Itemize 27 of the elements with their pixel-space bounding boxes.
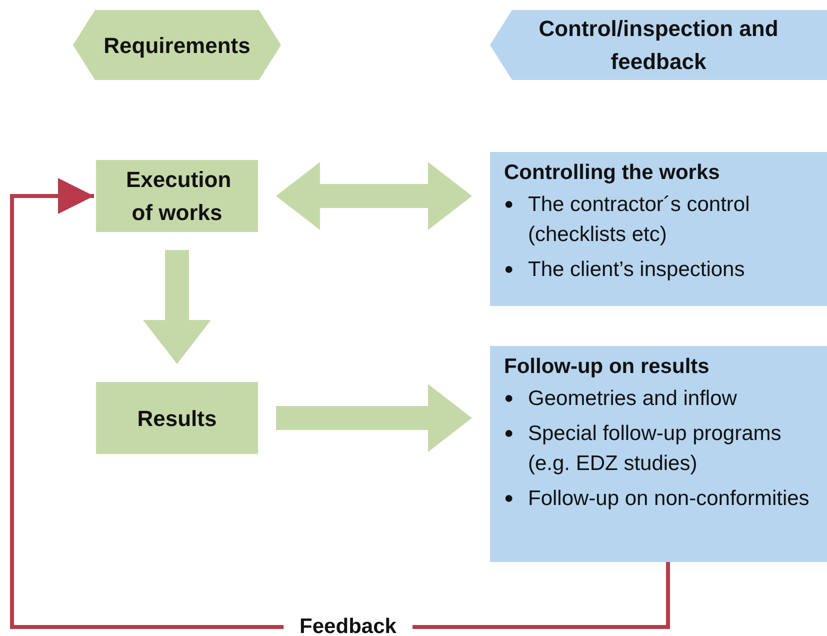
bullet-marker: ● [504,489,515,509]
info-box [490,152,827,306]
bullet-marker: ● [504,424,515,444]
bullet-item: Follow-up on non-conformities [528,486,810,512]
process-box [96,160,258,232]
bullet-item: Geometries and inflow [528,386,737,412]
node-label: Execution of works [126,166,228,227]
feedback-arrow [10,178,670,629]
block-arrow [143,250,211,364]
hexagon-label [490,10,827,80]
hexagon-label [73,10,281,80]
bullet-marker: ● [504,195,515,215]
bullet-item: The client’s inspections [528,257,745,283]
edge-label: Feedback [284,615,412,636]
bullet-marker: ● [504,389,515,409]
bullet-marker: ● [504,260,515,280]
node-label: Results [137,404,217,432]
bullet-item: Special follow-up programs (e.g. EDZ studies) [528,421,782,477]
bullet-item: The contractor´s control (checklists etc) [528,192,751,248]
box-heading: Follow-up on results [504,354,710,380]
box-heading: Controlling the works [504,160,721,186]
node-label: Requirements [104,32,250,60]
info-box [490,346,827,562]
process-box [96,382,258,454]
node-label: Control/inspection and feedback [538,15,780,76]
block-arrow [276,384,472,452]
block-arrow [276,162,472,230]
